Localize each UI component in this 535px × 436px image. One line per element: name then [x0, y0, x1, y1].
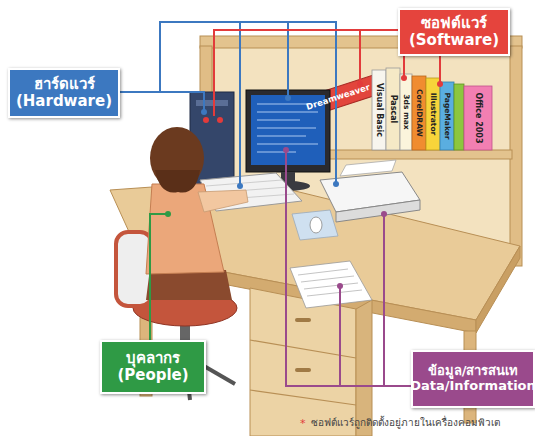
desk-edge — [476, 246, 520, 333]
book-title: Pascal — [389, 95, 397, 124]
desk-top — [110, 180, 520, 320]
printer-front — [336, 200, 420, 222]
screen-line — [257, 143, 318, 144]
screen-line — [257, 111, 318, 112]
paper-line — [304, 283, 358, 289]
book-title: CorelDRAW — [415, 89, 423, 137]
book-title: Office 2003 — [474, 93, 482, 144]
drive-bay — [196, 100, 228, 106]
printer-paper — [340, 160, 396, 176]
book — [454, 84, 464, 150]
box-label: ข้อมูล/สารสนเท Data/Information — [410, 364, 535, 394]
woman-arm — [198, 190, 248, 212]
book — [386, 68, 400, 150]
paper-lines — [298, 269, 362, 296]
leader-line — [403, 56, 405, 78]
box-label: ซอฟต์แวร์ (Software) — [403, 15, 505, 50]
key-row — [206, 180, 282, 186]
screen-line — [257, 103, 310, 104]
leader-line — [339, 286, 341, 386]
drawer-line — [250, 390, 356, 405]
leader-line — [239, 22, 241, 186]
leader-line — [383, 214, 385, 386]
data-leaders — [286, 150, 411, 386]
box-label: บุคลากร (People) — [105, 350, 201, 385]
software-box: ซอฟต์แวร์ (Software) — [398, 8, 510, 56]
book-title: PageMaker — [443, 93, 451, 140]
woman-hair-end — [155, 170, 200, 193]
leader-dot — [165, 211, 171, 217]
box-label: ฮาร์ดแวร์ (Hardware) — [13, 76, 115, 111]
drawer-cabinet-side — [356, 300, 372, 436]
leader-dot — [201, 109, 207, 115]
paper-line — [298, 269, 348, 275]
footnote-mark: * — [300, 418, 306, 429]
paper-sheet — [290, 261, 372, 308]
leader-line — [287, 22, 289, 98]
software-marker — [203, 117, 209, 123]
people-leader — [150, 214, 168, 340]
book — [440, 82, 454, 150]
book — [426, 78, 440, 150]
data-box: ข้อมูล/สารสนเท Data/Information — [411, 350, 535, 408]
book-title: Illustrator — [429, 93, 437, 136]
leader-dot — [401, 75, 407, 81]
hardware-box: ฮาร์ดแวร์ (Hardware) — [8, 68, 120, 118]
screen-line — [257, 135, 306, 136]
book — [372, 70, 386, 150]
leader-dot — [283, 147, 289, 153]
leader-dot — [437, 81, 443, 87]
leader-dot — [333, 181, 339, 187]
screen-text-lines — [257, 104, 318, 152]
book-title: Visual Basic — [375, 83, 383, 137]
leader-line — [214, 30, 398, 116]
leader-dot — [285, 95, 291, 101]
book-title: 3ds max — [402, 94, 410, 129]
book — [400, 74, 412, 150]
leader-dot — [337, 283, 343, 289]
leader-line — [286, 150, 411, 386]
book — [412, 76, 426, 150]
drawer-handle — [295, 318, 311, 322]
screen-line — [257, 127, 316, 128]
screen-line — [257, 119, 300, 120]
hardware-leaders — [120, 22, 336, 186]
leader-dot — [237, 183, 243, 189]
book — [464, 86, 492, 150]
software-marker — [217, 117, 223, 123]
leader-line — [120, 92, 204, 112]
mouse — [310, 217, 322, 233]
leader-dot — [381, 211, 387, 217]
drawer-handle — [295, 368, 311, 372]
leader-line — [439, 56, 441, 84]
screen-line — [257, 151, 296, 152]
people-box: บุคลากร (People) — [100, 340, 206, 394]
footnote-text: ซอฟต์แวร์ถูกติดตั้งอยู่ภายในเครื่องคอมพิ… — [311, 418, 500, 428]
paper-line — [301, 276, 354, 282]
mouse-pad — [292, 210, 338, 240]
paper-line — [307, 290, 362, 296]
leader-line — [359, 30, 361, 84]
